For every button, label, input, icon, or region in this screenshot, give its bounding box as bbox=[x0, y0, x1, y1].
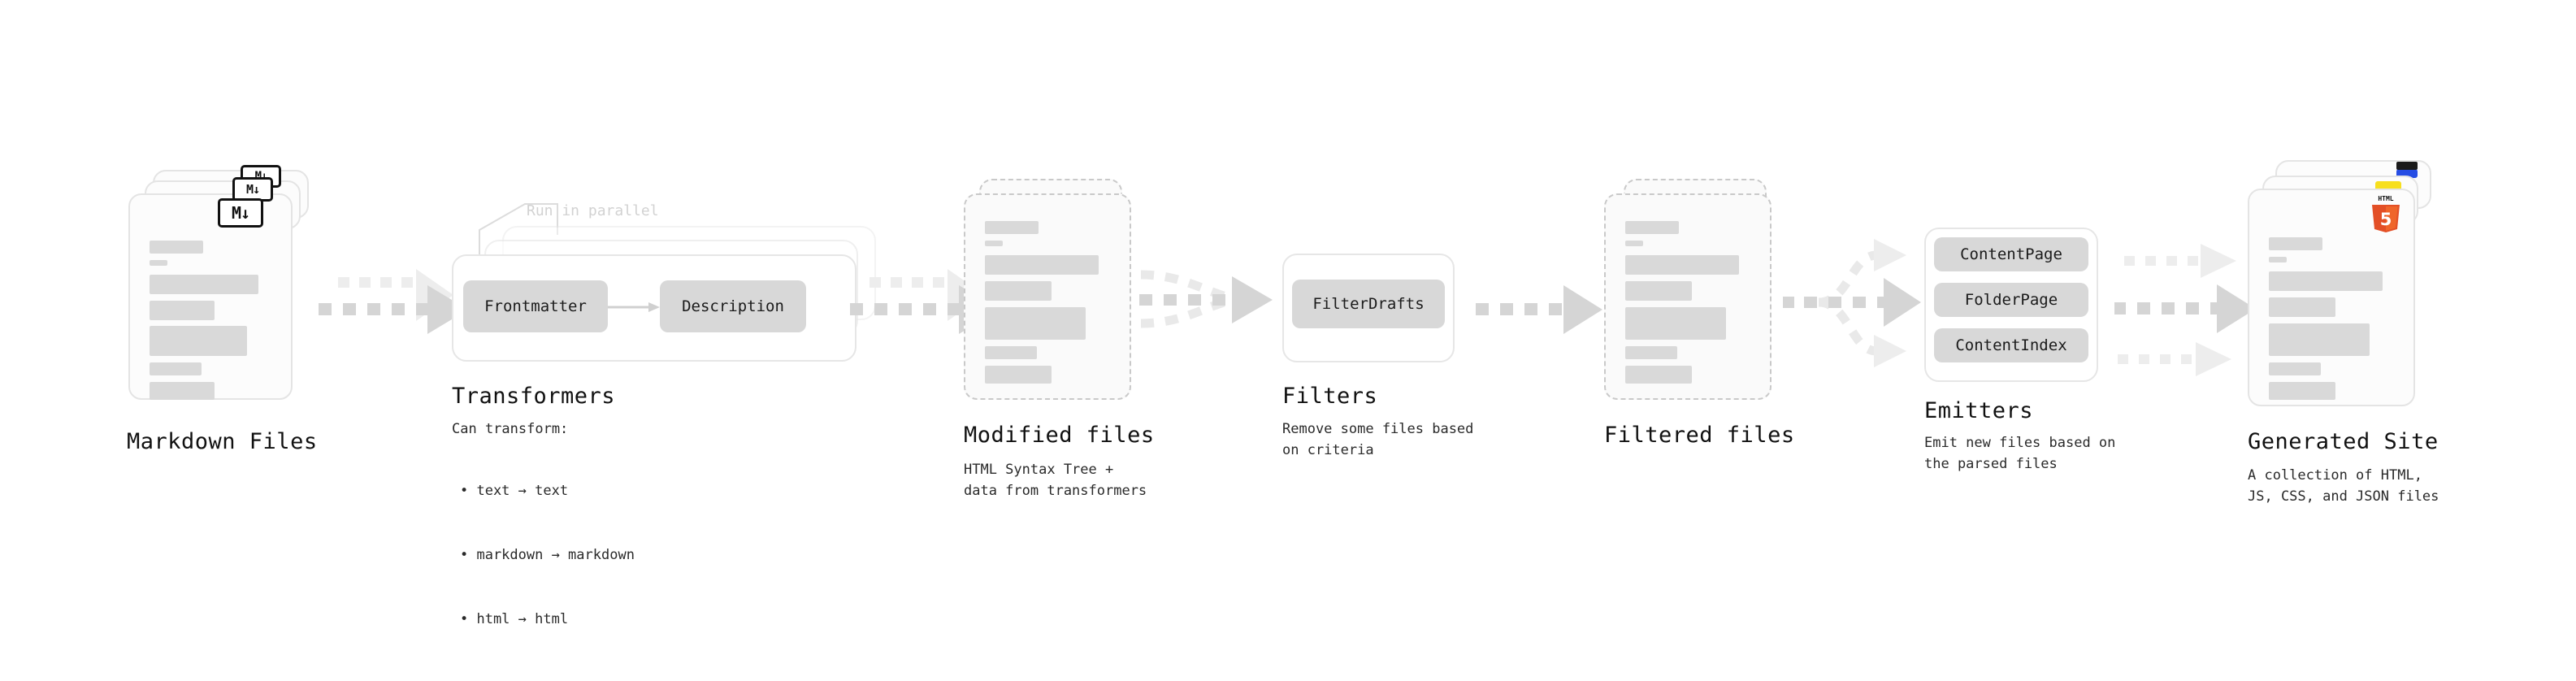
card-bar bbox=[2269, 257, 2287, 262]
card-bar bbox=[150, 275, 258, 294]
pill-contentindex-label: ContentIndex bbox=[1955, 336, 2067, 354]
card-bar bbox=[1625, 281, 1692, 301]
css-icon bbox=[2396, 169, 2418, 178]
svg-text:5: 5 bbox=[2380, 210, 2392, 229]
pill-filterdrafts[interactable]: FilterDrafts bbox=[1292, 280, 1445, 328]
transformer-arrow-main bbox=[608, 302, 660, 312]
card-bar bbox=[1625, 346, 1677, 359]
card-bar bbox=[1625, 307, 1726, 340]
emitters-title: Emitters bbox=[1924, 398, 2034, 423]
run-in-parallel-note: Run in parallel bbox=[527, 202, 659, 219]
card-bar bbox=[985, 366, 1052, 384]
pill-description-label: Description bbox=[682, 297, 784, 315]
modified-files-title: Modified files bbox=[964, 423, 1155, 448]
generated-site-subtitle: A collection of HTML, JS, CSS, and JSON … bbox=[2248, 467, 2439, 505]
card-bar bbox=[985, 255, 1099, 275]
transformers-bullets: • text → text • markdown → markdown • ht… bbox=[460, 437, 635, 673]
card-bar bbox=[2269, 271, 2383, 291]
card-bar bbox=[985, 346, 1037, 359]
pill-frontmatter-label: Frontmatter bbox=[484, 297, 587, 315]
pill-contentindex[interactable]: ContentIndex bbox=[1934, 328, 2088, 362]
arrow-emitters-to-site bbox=[2114, 244, 2256, 376]
card-bar bbox=[985, 241, 1003, 246]
card-bar bbox=[150, 301, 215, 320]
transformers-title: Transformers bbox=[452, 384, 616, 409]
card-bar bbox=[985, 281, 1052, 301]
arrow-modified-to-filters bbox=[1139, 270, 1273, 328]
filtered-files-title: Filtered files bbox=[1604, 423, 1795, 448]
transformers-bullet-item: • markdown → markdown bbox=[460, 546, 635, 563]
arrow-filters-to-filtered bbox=[1476, 285, 1602, 334]
transformers-bullet-item: • html → html bbox=[460, 610, 569, 627]
transformers-subtitle-head: Can transform: bbox=[452, 421, 569, 437]
card-bar bbox=[985, 221, 1039, 234]
card-bar bbox=[1625, 255, 1739, 275]
card-bar bbox=[2269, 297, 2335, 317]
pill-folderpage[interactable]: FolderPage bbox=[1934, 283, 2088, 317]
pill-filterdrafts-label: FilterDrafts bbox=[1312, 295, 1425, 313]
card-bar bbox=[2269, 382, 2335, 400]
card-bar bbox=[2269, 237, 2322, 250]
card-bar bbox=[2269, 362, 2321, 375]
card-bar bbox=[2269, 323, 2370, 356]
arrow-markdown-to-transformers bbox=[319, 269, 468, 334]
pill-description[interactable]: Description bbox=[660, 280, 806, 332]
card-bar bbox=[150, 241, 203, 254]
pill-frontmatter[interactable]: Frontmatter bbox=[463, 280, 608, 332]
card-bar bbox=[1625, 366, 1692, 384]
html5-icon-wordmark: HTML bbox=[2378, 195, 2393, 202]
modified-file-front bbox=[964, 193, 1131, 400]
filters-title: Filters bbox=[1282, 384, 1378, 409]
css-icon-label bbox=[2396, 162, 2418, 170]
emitters-subtitle: Emit new files based on the parsed files bbox=[1924, 435, 2116, 473]
pill-folderpage-label: FolderPage bbox=[1964, 291, 2058, 309]
transformers-bullet-item: • text → text bbox=[460, 482, 569, 499]
run-in-parallel-leader-line bbox=[479, 203, 558, 256]
pill-contentpage-label: ContentPage bbox=[1960, 245, 2062, 263]
modified-files-subtitle: HTML Syntax Tree + data from transformer… bbox=[964, 462, 1147, 500]
markdown-icon: M↓ bbox=[218, 198, 263, 228]
card-bar bbox=[1625, 241, 1643, 246]
markdown-icon-label: M↓ bbox=[245, 181, 260, 197]
html5-icon: HTML 5 bbox=[2372, 195, 2400, 232]
card-bar bbox=[150, 382, 215, 400]
card-bar bbox=[1625, 221, 1679, 234]
markdown-file-front bbox=[128, 193, 293, 400]
generated-site-title: Generated Site bbox=[2248, 429, 2439, 454]
card-bar bbox=[150, 362, 202, 375]
arrow-filtered-to-emitters bbox=[1783, 239, 1921, 367]
pill-contentpage[interactable]: ContentPage bbox=[1934, 237, 2088, 271]
card-bar bbox=[985, 307, 1086, 340]
markdown-icon-label: M↓ bbox=[231, 203, 250, 223]
markdown-files-title: Markdown Files bbox=[127, 429, 318, 454]
card-bar bbox=[150, 260, 167, 266]
filters-subtitle: Remove some files based on criteria bbox=[1282, 421, 1474, 459]
card-bar bbox=[150, 326, 247, 356]
filtered-file-front bbox=[1604, 193, 1772, 400]
